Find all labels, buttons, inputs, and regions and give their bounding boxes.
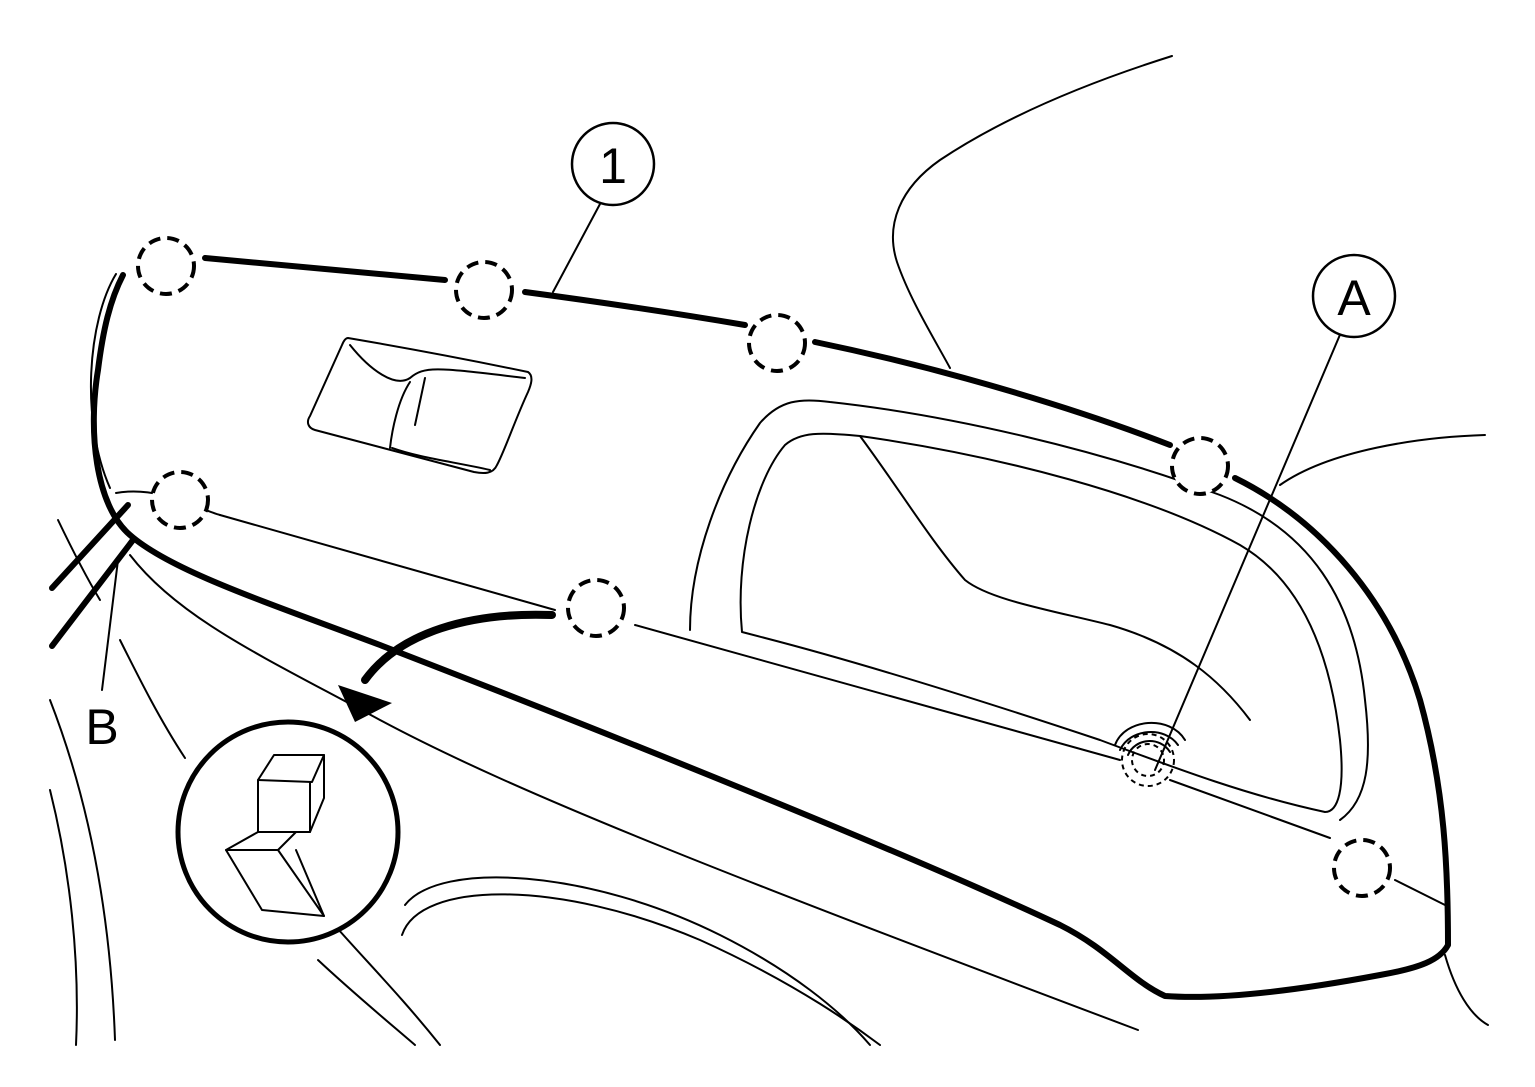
- detail-arrow: [338, 610, 556, 722]
- clip-marker: [1332, 838, 1392, 898]
- callout-a-label: A: [1337, 270, 1371, 326]
- clip-detail-view: [175, 719, 401, 945]
- leader-lines: [101, 203, 1343, 771]
- leader-line-a: [1154, 329, 1343, 771]
- leader-line-1: [552, 203, 601, 293]
- callout-a: A: [1311, 253, 1397, 339]
- point-b-lines: [49, 502, 136, 649]
- callout-b-label: B: [85, 699, 118, 755]
- callout-1-label: 1: [599, 138, 627, 194]
- clip-marker: [1170, 436, 1230, 496]
- handle-recess: [689, 399, 1369, 821]
- body-outline-lines: [49, 55, 1489, 1046]
- leader-line-b: [101, 559, 119, 691]
- clip-marker: [454, 260, 514, 320]
- clip-locations: [136, 236, 1392, 898]
- clip-marker: [566, 578, 626, 638]
- callout-1: 1: [570, 121, 656, 207]
- clip-marker: [136, 236, 196, 296]
- switch-bezel: [306, 337, 533, 475]
- clip-marker: [150, 470, 210, 530]
- clip-icon: [225, 754, 325, 917]
- arrow-head-icon: [338, 685, 392, 722]
- screw-point-a: [1114, 721, 1186, 787]
- clip-marker: [747, 313, 807, 373]
